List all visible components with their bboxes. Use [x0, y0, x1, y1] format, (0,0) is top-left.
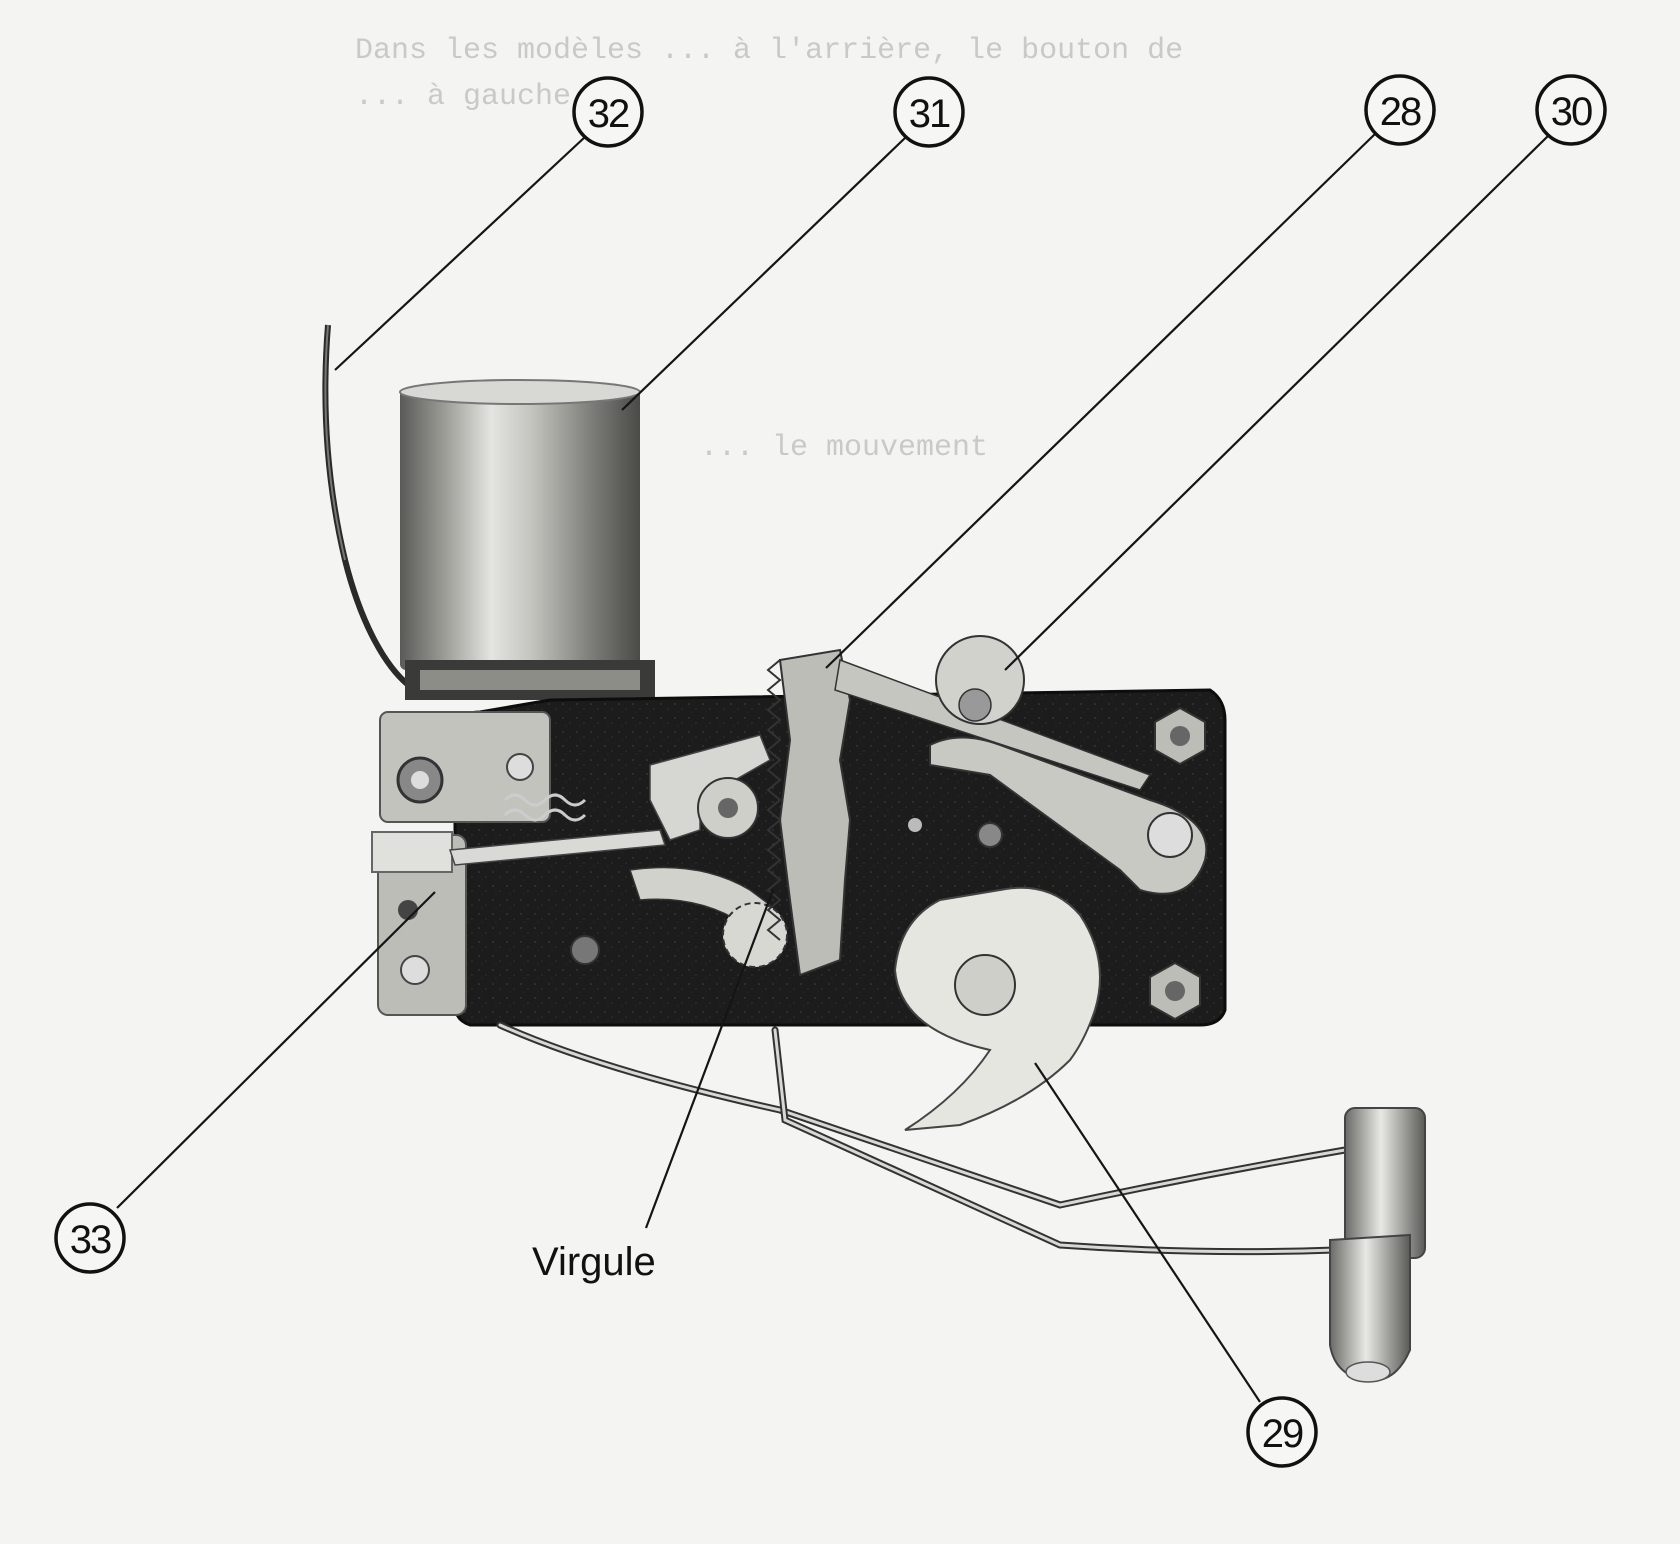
- callout-32-number: 32: [588, 92, 629, 136]
- leader-31: [621, 137, 906, 411]
- callout-33: 33: [54, 1202, 126, 1274]
- rods: [496, 1021, 1349, 1256]
- spring: [503, 793, 587, 822]
- upper-gear: [935, 635, 1025, 725]
- lever-arm: [448, 829, 667, 866]
- callout-28-number: 28: [1380, 90, 1421, 134]
- leader-29: [1034, 1062, 1261, 1403]
- ghost-line-1: Dans les modèles ... à l'arrière, le bou…: [355, 34, 1183, 68]
- toothed-rack: [766, 648, 1152, 977]
- hex-nut-bottom: [1149, 961, 1201, 1021]
- callout-31-number: 31: [909, 92, 950, 136]
- callout-29-number: 29: [1262, 1412, 1303, 1456]
- ghost-line-2: ... à gauche.: [355, 80, 589, 114]
- leader-30: [1004, 135, 1549, 671]
- cam-disc: [893, 886, 1101, 1131]
- leader-32: [334, 136, 586, 371]
- callout-28: 28: [1364, 74, 1436, 146]
- callout-29: 29: [1246, 1396, 1318, 1468]
- bleed-through-text: Dans les modèles ... à l'arrière, le bou…: [355, 34, 1183, 465]
- virgule-label: Virgule: [532, 1240, 656, 1284]
- motor-cylinder: [399, 379, 655, 700]
- leader-virgule: [644, 889, 775, 1229]
- leader-33: [116, 891, 436, 1209]
- tube-ends: [1329, 1107, 1426, 1383]
- callout-31: 31: [893, 76, 965, 148]
- linkage-arm: [929, 736, 1208, 895]
- hex-nut-top: [1154, 706, 1206, 766]
- ghost-line-3: ... le mouvement: [700, 431, 988, 465]
- left-bracket: [371, 711, 551, 1016]
- callout-32: 32: [572, 76, 644, 148]
- leader-28: [825, 133, 1376, 669]
- callout-30-number: 30: [1551, 90, 1592, 134]
- callout-33-number: 33: [70, 1218, 111, 1262]
- callout-30: 30: [1535, 74, 1607, 146]
